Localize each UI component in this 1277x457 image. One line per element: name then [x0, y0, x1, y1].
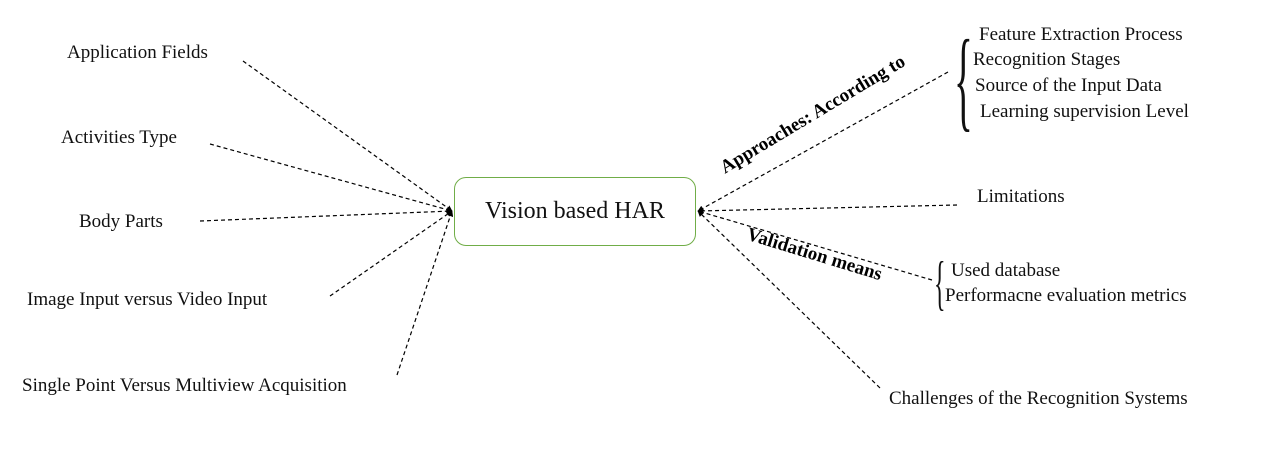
- node-image-video-input: Image Input versus Video Input: [27, 289, 268, 310]
- brace-approaches: {: [954, 18, 973, 142]
- edge-validation: [697, 209, 933, 281]
- edge-limitations: [697, 204, 958, 214]
- node-challenges: Challenges of the Recognition Systems: [889, 388, 1188, 409]
- edge-single-multiview: [396, 210, 454, 376]
- brace-validation: {: [934, 250, 946, 316]
- validation-item-metrics: Performacne evaluation metrics: [945, 285, 1187, 306]
- node-activities-type: Activities Type: [61, 127, 177, 148]
- edge-image-video-input: [329, 210, 453, 297]
- center-node-label: Vision based HAR: [485, 198, 665, 224]
- approach-item-input-source: Source of the Input Data: [975, 75, 1162, 96]
- approach-item-feature-extraction: Feature Extraction Process: [979, 24, 1183, 45]
- edge-approaches: [697, 71, 949, 212]
- center-node: Vision based HAR: [454, 177, 696, 246]
- edge-application-fields: [242, 60, 453, 212]
- node-single-multiview: Single Point Versus Multiview Acquisitio…: [22, 375, 347, 396]
- node-body-parts: Body Parts: [79, 211, 163, 232]
- edge-activities-type: [209, 143, 453, 213]
- node-limitations: Limitations: [977, 186, 1065, 207]
- edge-challenges: [697, 210, 881, 389]
- approach-item-supervision-level: Learning supervision Level: [980, 101, 1189, 122]
- edge-body-parts: [199, 208, 453, 222]
- validation-item-database: Used database: [951, 260, 1061, 281]
- approach-item-recognition-stages: Recognition Stages: [973, 49, 1121, 70]
- node-application-fields: Application Fields: [67, 42, 208, 63]
